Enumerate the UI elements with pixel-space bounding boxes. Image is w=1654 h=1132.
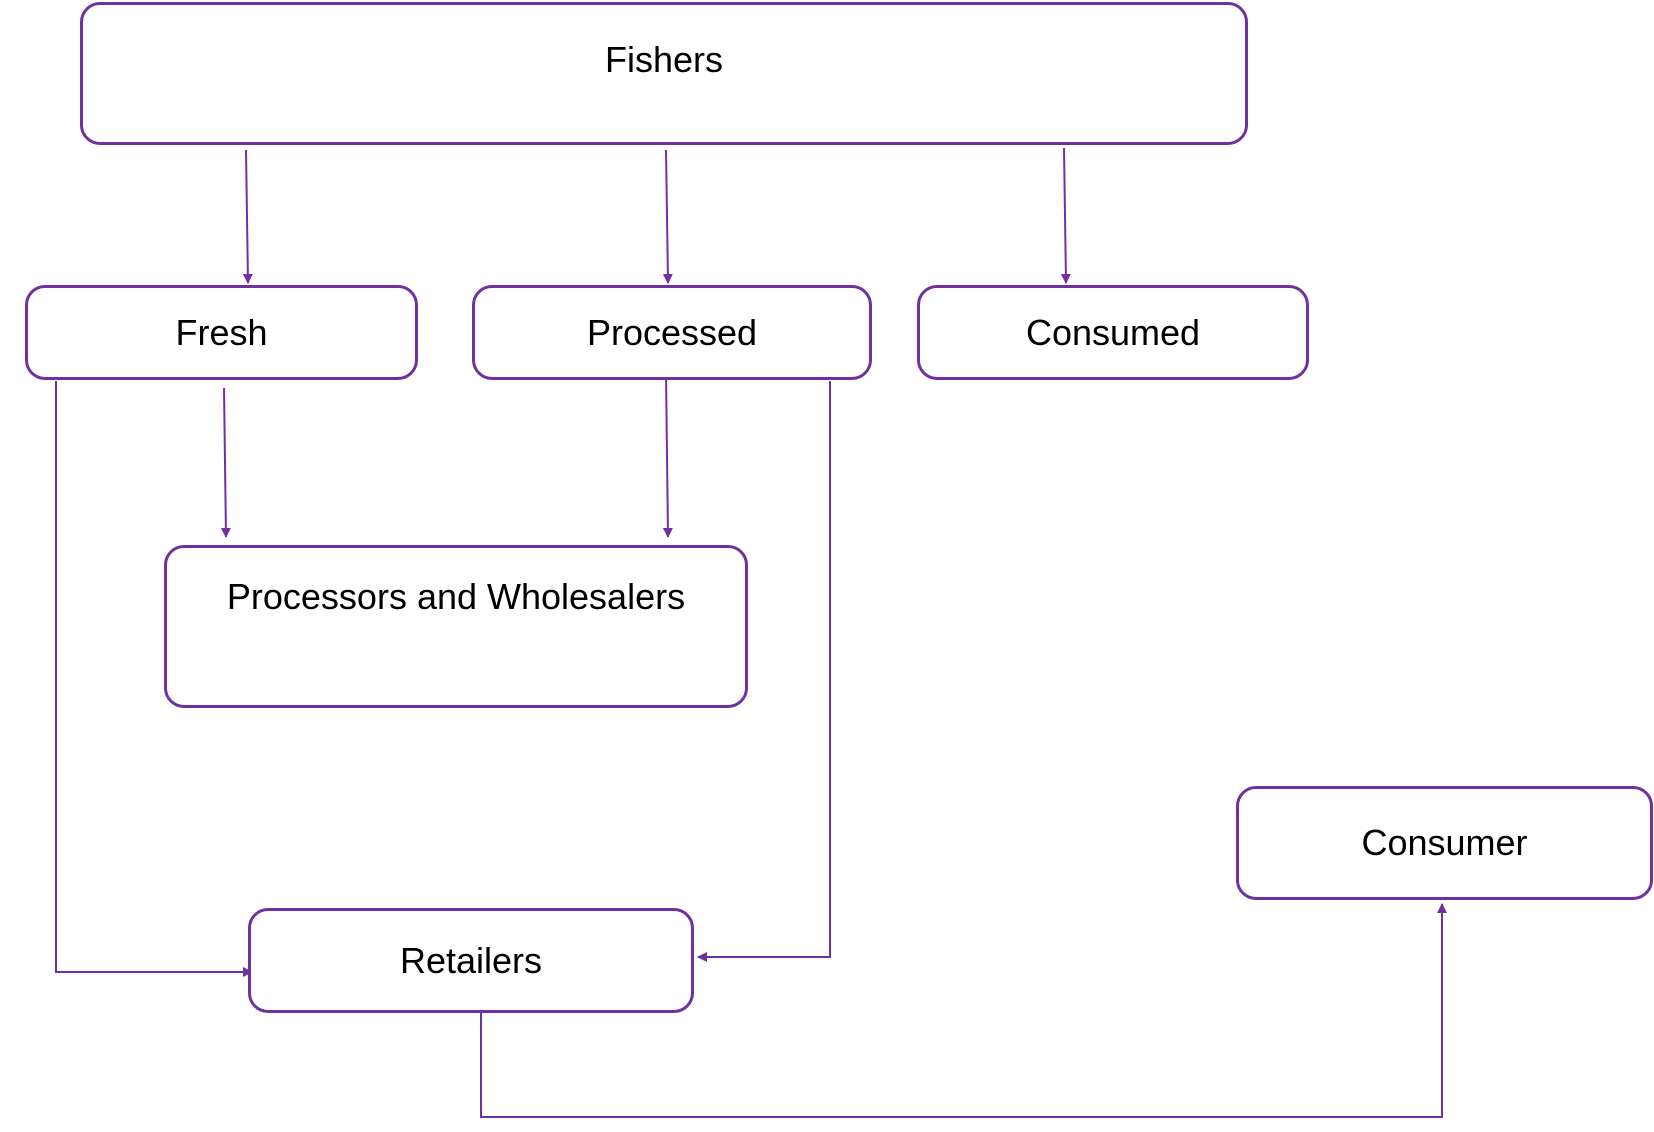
node-processed-label: Processed: [586, 311, 758, 353]
node-fishers-label: Fishers: [604, 39, 724, 80]
node-fishers: Fishers: [80, 2, 1248, 145]
arrow-fishers-to-processed: [662, 149, 673, 284]
node-fresh: Fresh: [25, 285, 418, 380]
node-processors-and-wholesalers-label: Processors and Wholesalers: [226, 576, 686, 617]
arrow-fresh-to-processors-wholesalers: [220, 387, 231, 538]
node-consumer-label: Consumer: [1361, 822, 1528, 863]
node-fresh-label: Fresh: [175, 311, 268, 353]
arrow-processed-to-processors-wholesalers: [662, 372, 673, 538]
node-processed: Processed: [472, 285, 872, 380]
node-consumed-label: Consumed: [1025, 311, 1201, 353]
node-processors-and-wholesalers: Processors and Wholesalers: [164, 545, 748, 708]
node-retailers: Retailers: [248, 908, 694, 1013]
arrow-fishers-to-fresh: [242, 149, 253, 284]
node-retailers-label: Retailers: [399, 939, 543, 981]
arrow-fresh-to-retailers: [55, 381, 253, 977]
node-consumer: Consumer: [1236, 786, 1653, 900]
arrow-fishers-to-consumed: [1060, 147, 1071, 284]
arrow-processed-to-retailers: [697, 381, 831, 962]
arrow-retailers-to-consumer: [480, 903, 1447, 1118]
node-consumed: Consumed: [917, 285, 1309, 380]
